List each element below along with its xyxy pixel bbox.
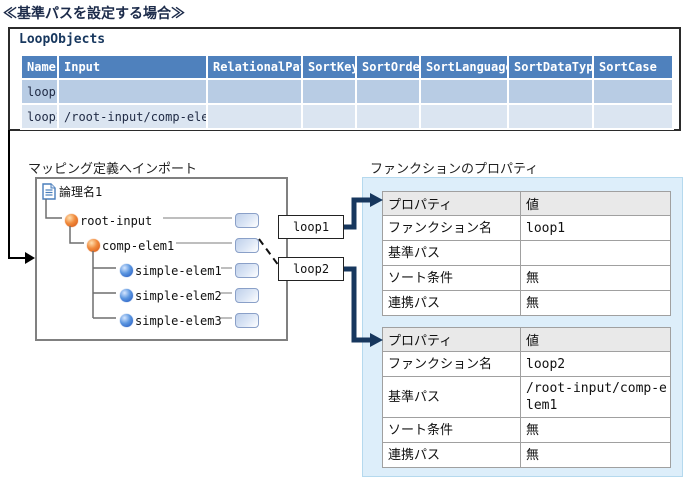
cell (507, 103, 594, 130)
header-cell: プロパティ (382, 327, 521, 352)
header-cell: Name (20, 56, 59, 80)
loop1-tag-box: loop1 (278, 215, 344, 239)
table-header-row: Name Input RelationalPath SortKey SortOr… (20, 56, 674, 80)
table-row: loop1 (20, 78, 674, 105)
header-cell: Input (57, 56, 208, 80)
header-cell: 値 (520, 327, 671, 352)
cell (520, 240, 671, 266)
figure-title: ≪基準パスを設定する場合≫ (3, 6, 185, 22)
table-row: loop2 /root-input/comp-elem1 (20, 103, 674, 130)
cell: 連携パス (382, 442, 521, 468)
cell (419, 78, 509, 105)
document-icon (42, 183, 56, 200)
table-row: 基準パス /root-input/comp-elem1 (382, 376, 671, 418)
cell: 無 (520, 265, 671, 291)
loopobjects-label: LoopObjects (19, 32, 106, 47)
loop1-properties-table: プロパティ 値 ファンクション名 loop1 基準パス ソート条件 無 連携パス… (382, 191, 671, 316)
cell (206, 78, 303, 105)
loopobjects-box: LoopObjects Name Input RelationalPath So… (8, 27, 681, 131)
cell: ファンクション名 (382, 215, 521, 241)
simple-element-icon (120, 264, 133, 277)
mapping-section-label: マッピング定義へインポート (28, 162, 198, 177)
mapping-handle-icon (235, 213, 259, 228)
table-row: ソート条件 無 (382, 265, 671, 291)
composite-element-icon (65, 214, 78, 227)
cell: loop1 (20, 78, 59, 105)
header-cell: SortDataType (507, 56, 594, 80)
cell: ソート条件 (382, 417, 521, 443)
table-header-row: プロパティ 値 (382, 191, 671, 216)
cell: 基準パス (382, 376, 521, 418)
cell (419, 103, 509, 130)
composite-element-icon (87, 239, 100, 252)
table-row: ソート条件 無 (382, 417, 671, 443)
cell: loop1 (520, 215, 671, 241)
simple-element-icon (120, 289, 133, 302)
flow-arrowhead-icon (25, 252, 35, 264)
tree-root-label: 論理名1 (59, 185, 103, 199)
header-cell: SortOrder (355, 56, 421, 80)
cell (206, 103, 303, 130)
tree-node-label: root-input (80, 214, 153, 228)
tree-node-label: simple-elem2 (135, 289, 222, 303)
mapping-handle-icon (235, 238, 259, 253)
table-row: 基準パス (382, 240, 671, 266)
table-row: ファンクション名 loop1 (382, 215, 671, 241)
cell (507, 78, 594, 105)
properties-section-label: ファンクションのプロパティ (370, 162, 539, 177)
cell: 無 (520, 290, 671, 316)
tree-node-label: simple-elem3 (135, 314, 222, 328)
header-cell: SortCase (592, 56, 674, 80)
cell: /root-input/comp-elem1 (520, 376, 671, 418)
cell (592, 103, 674, 130)
cell (301, 78, 357, 105)
table-row: 連携パス 無 (382, 442, 671, 468)
header-cell: RelationalPath (206, 56, 303, 80)
header-cell: SortLanguage (419, 56, 509, 80)
simple-element-icon (120, 314, 133, 327)
cell (355, 78, 421, 105)
tree-node-label: comp-elem1 (102, 239, 175, 253)
header-cell: プロパティ (382, 191, 521, 216)
flow-arrow-line (8, 130, 25, 259)
cell: loop2 (20, 103, 59, 130)
table-row: 連携パス 無 (382, 290, 671, 316)
mapping-tree-box: 論理名1 root-input comp-elem1 simple-elem1 … (35, 177, 288, 341)
cell: 無 (520, 442, 671, 468)
cell: /root-input/comp-elem1 (57, 103, 208, 130)
cell: ファンクション名 (382, 351, 521, 377)
mapping-handle-icon (235, 288, 259, 303)
cell: loop2 (520, 351, 671, 377)
loopobjects-table: Name Input RelationalPath SortKey SortOr… (20, 56, 674, 130)
tree-node-label: simple-elem1 (135, 264, 222, 278)
cell (355, 103, 421, 130)
mapping-handle-icon (235, 313, 259, 328)
cell (57, 78, 208, 105)
header-cell: SortKey (301, 56, 357, 80)
loop2-tag-box: loop2 (278, 257, 344, 281)
cell (301, 103, 357, 130)
table-header-row: プロパティ 値 (382, 327, 671, 352)
cell: 連携パス (382, 290, 521, 316)
cell (592, 78, 674, 105)
mapping-handle-icon (235, 263, 259, 278)
table-row: ファンクション名 loop2 (382, 351, 671, 377)
loop2-properties-table: プロパティ 値 ファンクション名 loop2 基準パス /root-input/… (382, 327, 671, 468)
header-cell: 値 (520, 191, 671, 216)
cell: 基準パス (382, 240, 521, 266)
cell: 無 (520, 417, 671, 443)
cell: ソート条件 (382, 265, 521, 291)
